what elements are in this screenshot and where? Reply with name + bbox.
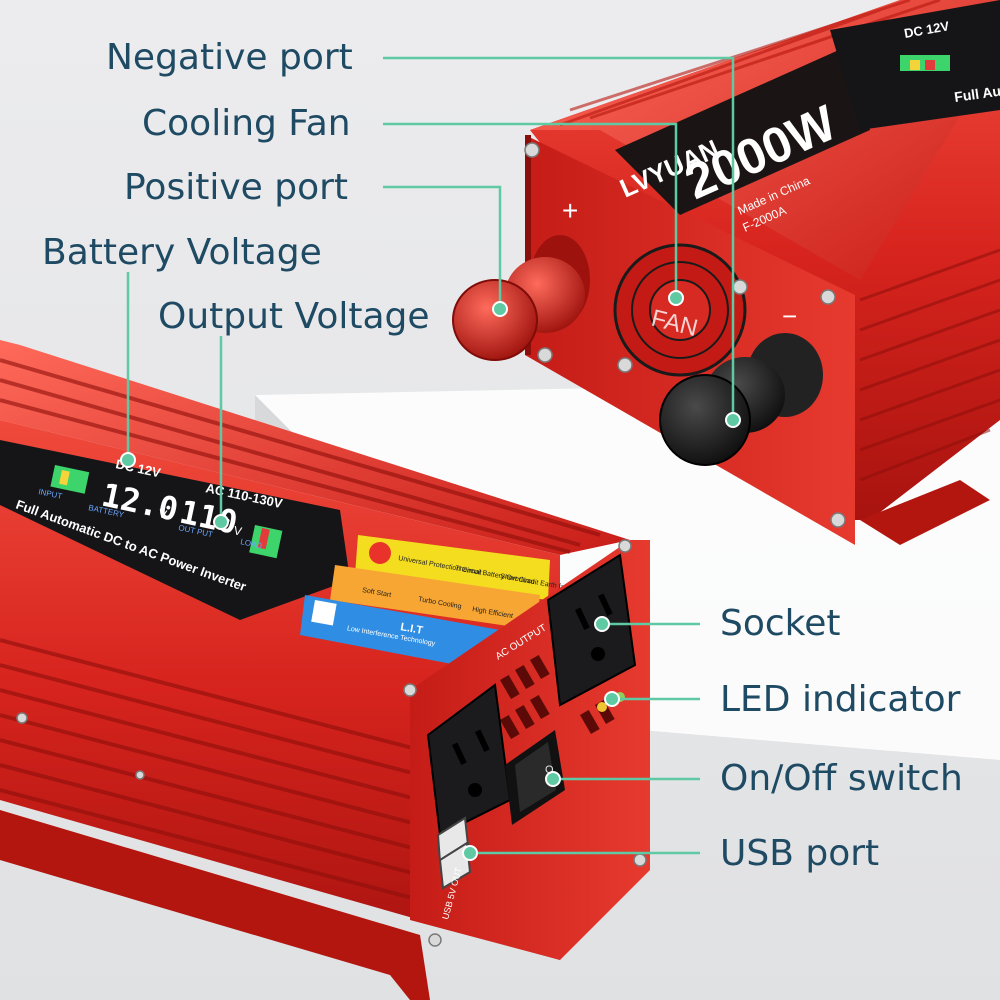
callout-negative-port: Negative port — [106, 37, 353, 78]
top-brand-panel — [615, 45, 870, 215]
tag-load: LOAD — [240, 537, 263, 550]
front-inverter-fins — [0, 358, 601, 902]
callout-usb-port: USB port — [720, 833, 880, 874]
callout-socket: Socket — [720, 603, 841, 644]
top-inverter: LVYUAN 2000W Made in China F-2000A DC 12… — [452, 0, 1000, 545]
top-display-caption: Full Au — [953, 83, 1000, 105]
switch-mark: O — [545, 764, 554, 776]
plus-mark: + — [562, 195, 578, 226]
ac-socket-lower[interactable] — [426, 683, 512, 837]
front-inverter-top — [0, 340, 630, 555]
lit-title: L.I.T — [399, 621, 424, 637]
power-switch[interactable]: O — [505, 730, 565, 825]
leader-dots — [120, 290, 741, 861]
fan-hub — [649, 279, 711, 341]
ac-socket-upper[interactable] — [546, 553, 637, 707]
positive-terminal[interactable] — [452, 235, 590, 361]
feature-4: Soft Start — [362, 587, 392, 599]
callout-battery-voltage: Battery Voltage — [42, 232, 322, 273]
leader-lines — [126, 56, 735, 855]
vent-slots — [500, 655, 615, 740]
callout-on-off-switch: On/Off switch — [720, 758, 963, 799]
front-foot — [0, 810, 430, 1000]
callout-cooling-fan: Cooling Fan — [142, 103, 351, 144]
battery-level-bars — [50, 465, 90, 494]
callout-output-voltage: Output Voltage — [158, 296, 430, 337]
front-display-panel — [0, 440, 350, 620]
negative-terminal[interactable] — [659, 333, 823, 466]
top-foot — [860, 480, 990, 545]
front-screws — [16, 539, 647, 947]
output-unit: V — [232, 523, 243, 538]
top-inverter-fins — [859, 248, 1000, 482]
minus-mark: − — [782, 301, 797, 331]
battery-unit: V — [157, 506, 168, 521]
callout-positive-port: Positive port — [124, 167, 349, 208]
callout-led-indicator: LED indicator — [720, 679, 961, 720]
